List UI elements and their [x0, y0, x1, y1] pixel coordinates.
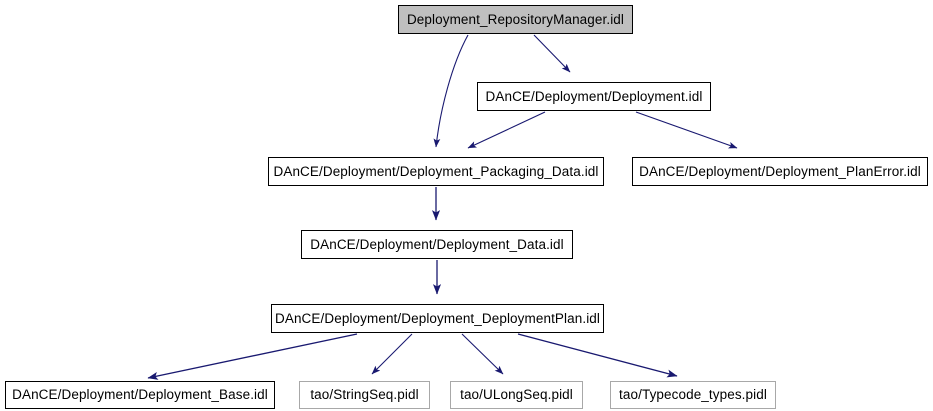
- node-label: tao/StringSeq.pidl: [310, 387, 419, 403]
- node-label: DAnCE/Deployment/Deployment_DeploymentPl…: [275, 310, 601, 326]
- node-label: DAnCE/Deployment/Deployment.idl: [485, 88, 703, 104]
- node-tao-ulongseq[interactable]: tao/ULongSeq.pidl: [450, 381, 583, 409]
- node-dance-deployment[interactable]: DAnCE/Deployment/Deployment.idl: [477, 82, 711, 111]
- edge-deployment-to-plan-error: [635, 111, 738, 149]
- node-label: Deployment_RepositoryManager.idl: [406, 11, 625, 27]
- edge-deployment-plan-to-typecode: [517, 333, 678, 378]
- node-deployment-base[interactable]: DAnCE/Deployment/Deployment_Base.idl: [5, 381, 275, 409]
- node-label: DAnCE/Deployment/Deployment_Data.idl: [310, 236, 564, 252]
- node-label: DAnCE/Deployment/Deployment_PlanError.id…: [639, 163, 921, 179]
- node-label: DAnCE/Deployment/Deployment_Base.idl: [12, 387, 268, 403]
- node-tao-typecode-types[interactable]: tao/Typecode_types.pidl: [610, 381, 776, 409]
- node-deployment-data[interactable]: DAnCE/Deployment/Deployment_Data.idl: [301, 230, 573, 259]
- node-deployment-packaging-data[interactable]: DAnCE/Deployment/Deployment_Packaging_Da…: [268, 157, 604, 186]
- edge-deployment-to-packaging-data: [467, 111, 546, 149]
- node-label: tao/ULongSeq.pidl: [460, 387, 573, 403]
- edge-repositorymanager-to-deployment: [533, 34, 571, 73]
- edge-deployment-plan-to-deployment-base: [147, 333, 358, 380]
- node-deployment-repositorymanager[interactable]: Deployment_RepositoryManager.idl: [398, 5, 633, 34]
- node-deployment-planerror[interactable]: DAnCE/Deployment/Deployment_PlanError.id…: [632, 157, 928, 186]
- node-label: DAnCE/Deployment/Deployment_Packaging_Da…: [273, 163, 599, 179]
- edge-deployment-plan-to-stringseq: [371, 333, 413, 375]
- edge-deployment-plan-to-ulongseq: [461, 333, 504, 375]
- edge-repositorymanager-to-packaging-data: [433, 34, 469, 148]
- node-deployment-deploymentplan[interactable]: DAnCE/Deployment/Deployment_DeploymentPl…: [271, 304, 604, 333]
- node-tao-stringseq[interactable]: tao/StringSeq.pidl: [299, 381, 430, 409]
- node-label: tao/Typecode_types.pidl: [619, 387, 767, 403]
